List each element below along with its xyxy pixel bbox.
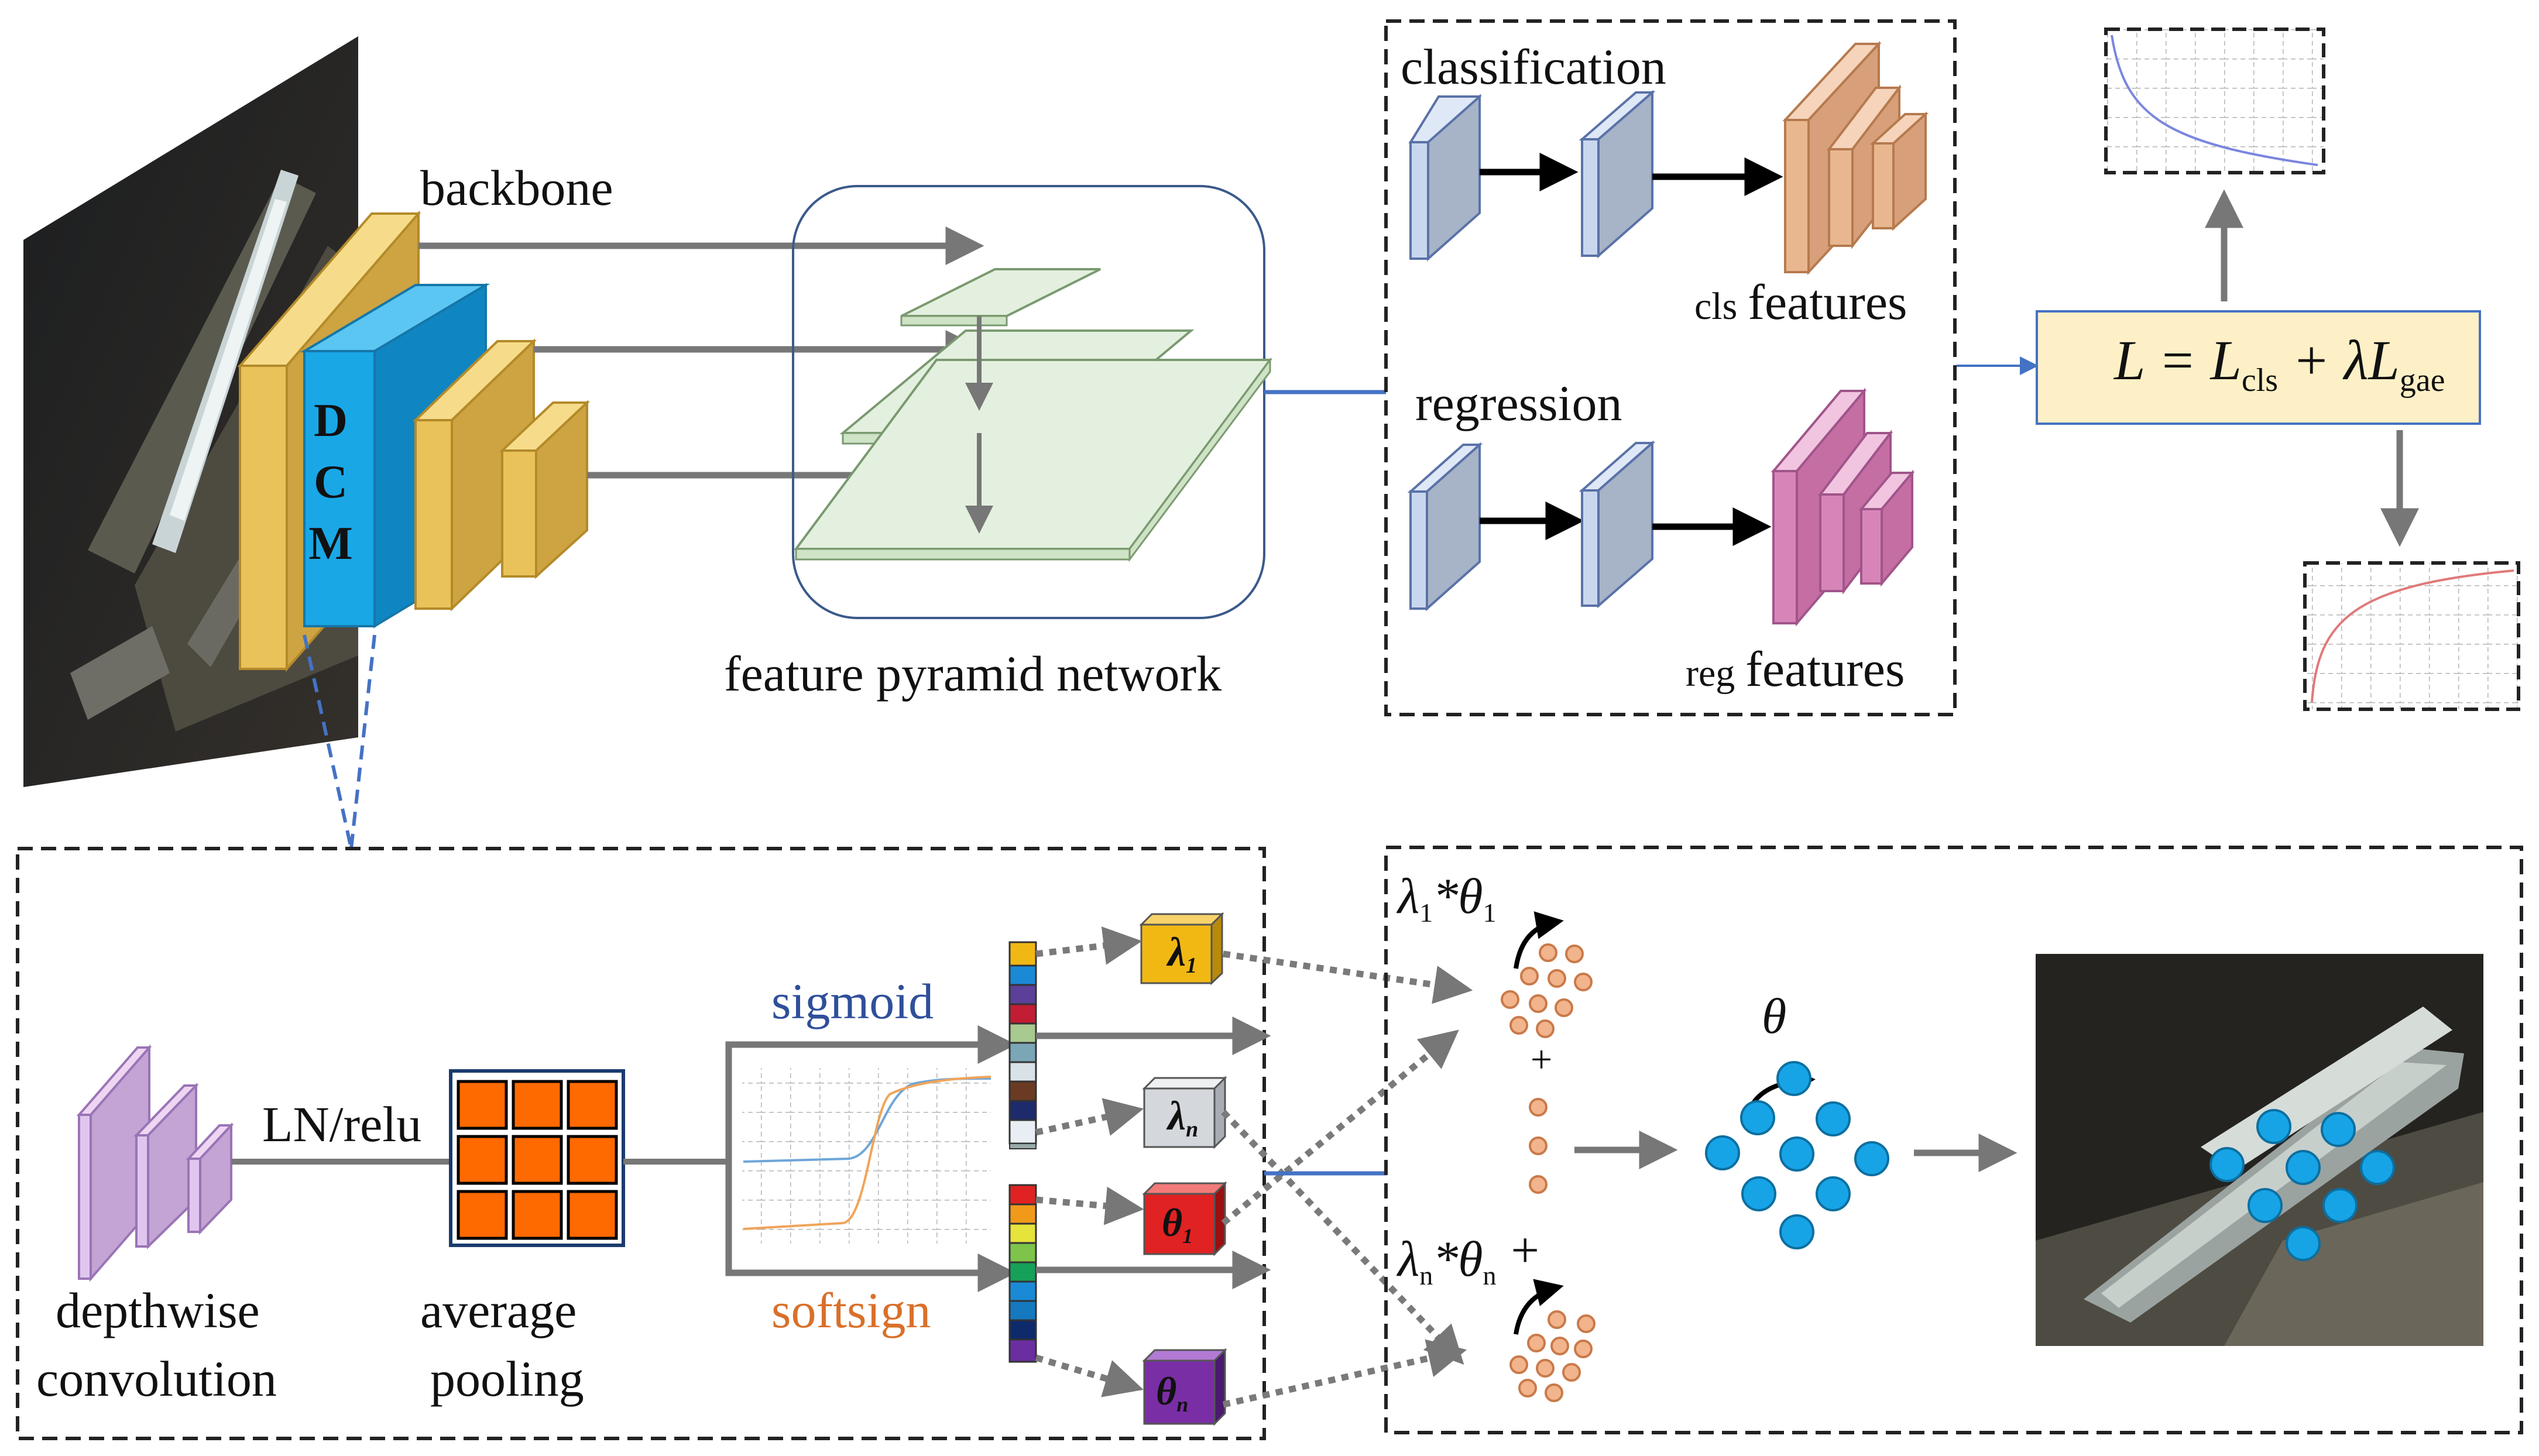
softsign-vector bbox=[1008, 1184, 1037, 1363]
activation-curves-plot bbox=[742, 1068, 991, 1244]
avgpool-label-1: average bbox=[420, 1282, 577, 1338]
loss-curve-decreasing bbox=[2104, 28, 2325, 174]
svg-text:λn: λn bbox=[1166, 1094, 1198, 1142]
point-column bbox=[1529, 1098, 1548, 1194]
backbone-block-4 bbox=[499, 400, 591, 579]
loss-formula: L = Lcls + λLgae bbox=[2113, 329, 2445, 399]
avgpool-label-2: pooling bbox=[430, 1351, 584, 1407]
dotted-lambdan-to-groupn bbox=[1221, 1110, 1464, 1365]
dcm-connector-left bbox=[303, 634, 353, 849]
dcm-letter-m: M bbox=[308, 518, 353, 569]
cls-features-stack bbox=[1782, 40, 1929, 276]
svg-text:θ1: θ1 bbox=[1162, 1200, 1193, 1248]
sigmoid-branch-arrow bbox=[725, 1025, 1017, 1162]
detected-points bbox=[2209, 1109, 2395, 1261]
theta1-cube: θ1 bbox=[1142, 1181, 1227, 1256]
rotation-arc-n bbox=[1514, 1279, 1564, 1335]
svg-text:λ1: λ1 bbox=[1166, 930, 1197, 978]
dotted-theta1-to-group1 bbox=[1221, 1029, 1459, 1226]
depthwise-label-2: convolution bbox=[36, 1351, 277, 1407]
svg-text:θn: θn bbox=[1156, 1369, 1188, 1416]
dotted-to-theta1 bbox=[1035, 1186, 1144, 1225]
dotted-lambda1-to-group1 bbox=[1223, 950, 1473, 1004]
classification-label: classification bbox=[1401, 39, 1666, 95]
rotated-points-diamond bbox=[1705, 1061, 1889, 1249]
plus-sign-1: + bbox=[1531, 1038, 1552, 1081]
backbone-label: backbone bbox=[420, 160, 613, 216]
depthwise-label-1: depthwise bbox=[56, 1282, 260, 1338]
thetan-cube: θn bbox=[1142, 1348, 1227, 1426]
fpn-label: feature pyramid network bbox=[724, 645, 1222, 702]
lambda1-cube: λ1 bbox=[1139, 912, 1224, 985]
dcm-detail-box bbox=[16, 847, 1266, 1440]
dcm-letter-d: D bbox=[314, 395, 348, 447]
dotted-to-lambdan bbox=[1035, 1098, 1144, 1136]
theta-label: θ bbox=[1762, 988, 1786, 1044]
lambdan-cube: λn bbox=[1142, 1076, 1227, 1149]
reg-conv-1 bbox=[1407, 442, 1483, 612]
depthwise-conv-block bbox=[76, 1044, 234, 1282]
ship-detection-result-image bbox=[2036, 954, 2483, 1346]
dotted-to-thetan bbox=[1035, 1354, 1144, 1397]
dotted-to-lambda1 bbox=[1035, 926, 1142, 965]
dcm-connector-right bbox=[349, 634, 376, 849]
feature-pyramid-network bbox=[792, 185, 1272, 619]
rotation-arc-1 bbox=[1514, 911, 1564, 969]
sigmoid-label: sigmoid bbox=[771, 973, 934, 1029]
rotation-box bbox=[1384, 846, 2523, 1434]
loss-curve-increasing bbox=[2303, 561, 2520, 711]
regression-label: regression bbox=[1415, 375, 1622, 431]
sigmoid-vector bbox=[1008, 941, 1037, 1149]
cls-conv-1 bbox=[1408, 94, 1482, 262]
reg-features-stack bbox=[1771, 387, 1915, 627]
point-group-n bbox=[1509, 1310, 1596, 1402]
cls-conv-2 bbox=[1579, 90, 1656, 259]
dotted-thetan-to-groupn bbox=[1222, 1339, 1467, 1408]
heads-box bbox=[1384, 19, 1957, 716]
dcm-letter-c: C bbox=[314, 456, 348, 508]
top-group-formula: λ1*θ1 bbox=[1396, 868, 1497, 928]
softsign-branch-arrow bbox=[725, 1162, 1017, 1292]
ln-relu-label: LN/relu bbox=[262, 1096, 421, 1152]
softsign-label: softsign bbox=[771, 1282, 931, 1338]
reg-conv-2 bbox=[1579, 440, 1656, 609]
point-group-1 bbox=[1501, 943, 1593, 1038]
average-pooling-grid bbox=[449, 1069, 625, 1247]
loss-box bbox=[2036, 310, 2481, 425]
bottom-group-formula: λn*θn+ bbox=[1396, 1222, 1539, 1290]
